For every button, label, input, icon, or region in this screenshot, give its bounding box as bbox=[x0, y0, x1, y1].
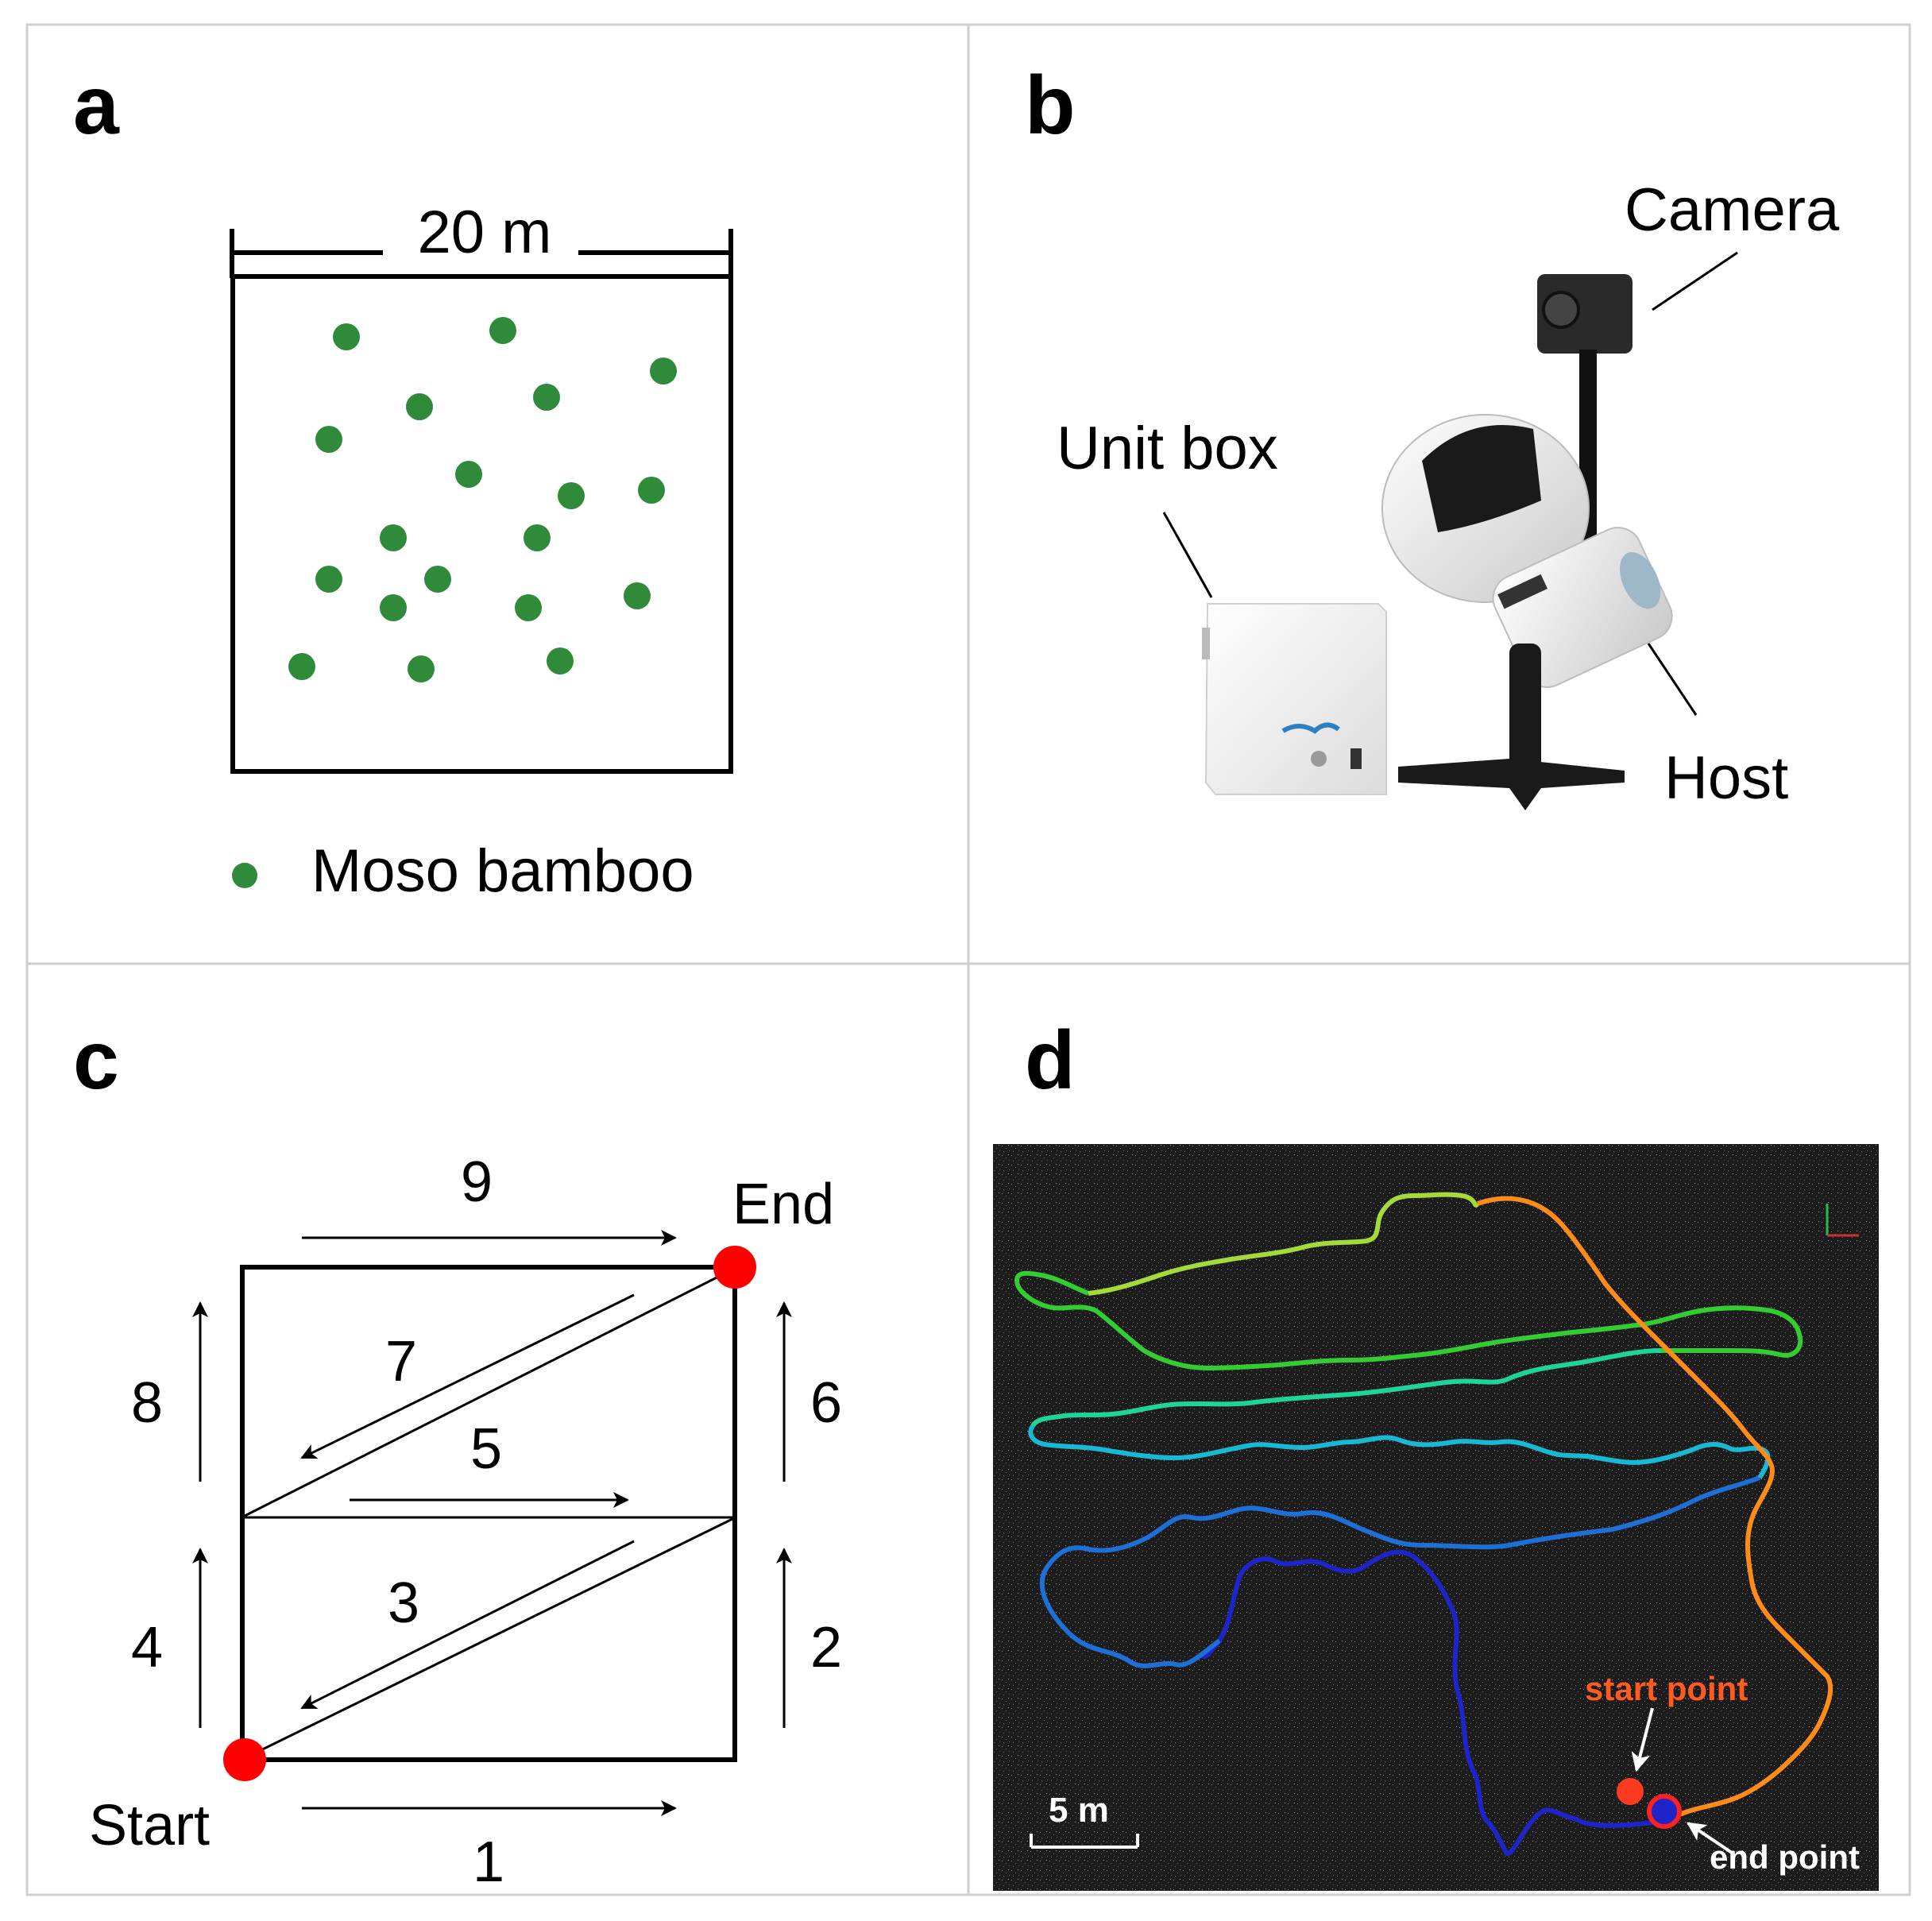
bamboo-dot bbox=[380, 594, 407, 621]
route-diagonals bbox=[244, 1268, 733, 1760]
panel-c: c 1 2 3 4 5 6 bbox=[73, 1015, 842, 1894]
host-scanner-image bbox=[1381, 274, 1673, 810]
end-marker bbox=[713, 1246, 756, 1289]
bamboo-dot bbox=[315, 426, 342, 453]
route-step-labels: 1 2 3 4 5 6 7 8 9 bbox=[131, 1150, 842, 1894]
bamboo-dot bbox=[333, 323, 360, 350]
trajectory-segment-teal bbox=[1030, 1348, 1661, 1428]
plot-square bbox=[230, 274, 733, 774]
leader-lines bbox=[1162, 251, 1738, 716]
trajectory-segment-green bbox=[1014, 1270, 1803, 1370]
step-label-6: 6 bbox=[810, 1371, 842, 1435]
step-label-9: 9 bbox=[461, 1150, 493, 1214]
panel-d: d start point end point bbox=[993, 1015, 1879, 1891]
bamboo-dot bbox=[489, 317, 516, 344]
panel-b: b Camera Unit box Host bbox=[1025, 60, 1840, 812]
trajectory-end-point bbox=[1647, 1794, 1682, 1829]
bamboo-dot bbox=[315, 566, 342, 593]
bamboo-dot bbox=[455, 461, 482, 488]
scale-bar bbox=[1030, 1834, 1139, 1849]
scan-trajectory bbox=[1014, 1192, 1833, 1856]
route-step-arrows bbox=[192, 1230, 792, 1816]
start-point-label: start point bbox=[1585, 1670, 1748, 1707]
point-cloud-background bbox=[993, 1144, 1879, 1891]
bamboo-dot bbox=[624, 582, 651, 609]
trajectory-start-point bbox=[1617, 1778, 1644, 1805]
bamboo-dot bbox=[408, 655, 435, 682]
end-label: End bbox=[732, 1173, 834, 1236]
legend-bamboo-label: Moso bamboo bbox=[311, 837, 694, 905]
step-label-7: 7 bbox=[385, 1330, 417, 1393]
panel-a-letter: a bbox=[73, 60, 120, 152]
route-frame bbox=[240, 1265, 737, 1762]
unit-box-label: Unit box bbox=[1057, 415, 1278, 482]
unit-box-image bbox=[1202, 603, 1387, 795]
panel-grid bbox=[25, 23, 1911, 1896]
bamboo-dot bbox=[406, 393, 433, 420]
bamboo-dot bbox=[638, 477, 665, 504]
start-label: Start bbox=[89, 1794, 210, 1857]
panel-d-letter: d bbox=[1025, 1015, 1076, 1107]
plot-width-label: 20 m bbox=[418, 199, 552, 266]
panel-a: a 20 m Moso bamboo bbox=[73, 60, 733, 905]
step-label-1: 1 bbox=[473, 1830, 504, 1894]
camera-label: Camera bbox=[1625, 176, 1840, 244]
bamboo-dot bbox=[533, 384, 560, 411]
trajectory-segment-orange bbox=[1477, 1196, 1833, 1823]
panel-c-letter: c bbox=[73, 1015, 119, 1107]
panel-b-letter: b bbox=[1025, 60, 1076, 152]
bamboo-dot bbox=[380, 524, 407, 551]
end-point-label: end point bbox=[1710, 1838, 1860, 1876]
step-label-4: 4 bbox=[131, 1616, 163, 1679]
step-arrow-7 bbox=[300, 1293, 635, 1459]
plot-dimension-bar bbox=[230, 229, 733, 278]
bamboo-dot bbox=[515, 594, 542, 621]
step-label-5: 5 bbox=[470, 1417, 502, 1481]
step-label-3: 3 bbox=[388, 1571, 419, 1635]
scale-bar-label: 5 m bbox=[1049, 1791, 1109, 1830]
bamboo-dot bbox=[558, 482, 585, 509]
host-label: Host bbox=[1664, 744, 1788, 812]
bamboo-dot bbox=[650, 358, 677, 385]
end-point-arrow bbox=[1687, 1822, 1733, 1854]
start-marker bbox=[223, 1738, 266, 1781]
step-label-2: 2 bbox=[810, 1616, 842, 1679]
axis-glyph bbox=[1826, 1204, 1859, 1237]
bamboo-dot bbox=[547, 647, 574, 674]
legend-bamboo-dot bbox=[232, 863, 257, 888]
trajectory-segment-blue bbox=[1039, 1475, 1761, 1668]
bamboo-dots bbox=[288, 317, 677, 682]
trajectory-segment-cyan bbox=[1028, 1424, 1771, 1479]
trajectory-segment-yellow-green bbox=[1088, 1192, 1480, 1296]
step-label-8: 8 bbox=[131, 1371, 163, 1435]
bamboo-dot bbox=[424, 566, 451, 593]
bamboo-dot bbox=[288, 653, 315, 680]
step-arrow-3 bbox=[300, 1540, 635, 1710]
bamboo-dot bbox=[524, 524, 551, 551]
trajectory-segment-dark-blue bbox=[1199, 1549, 1665, 1856]
start-point-arrow bbox=[1631, 1707, 1654, 1772]
